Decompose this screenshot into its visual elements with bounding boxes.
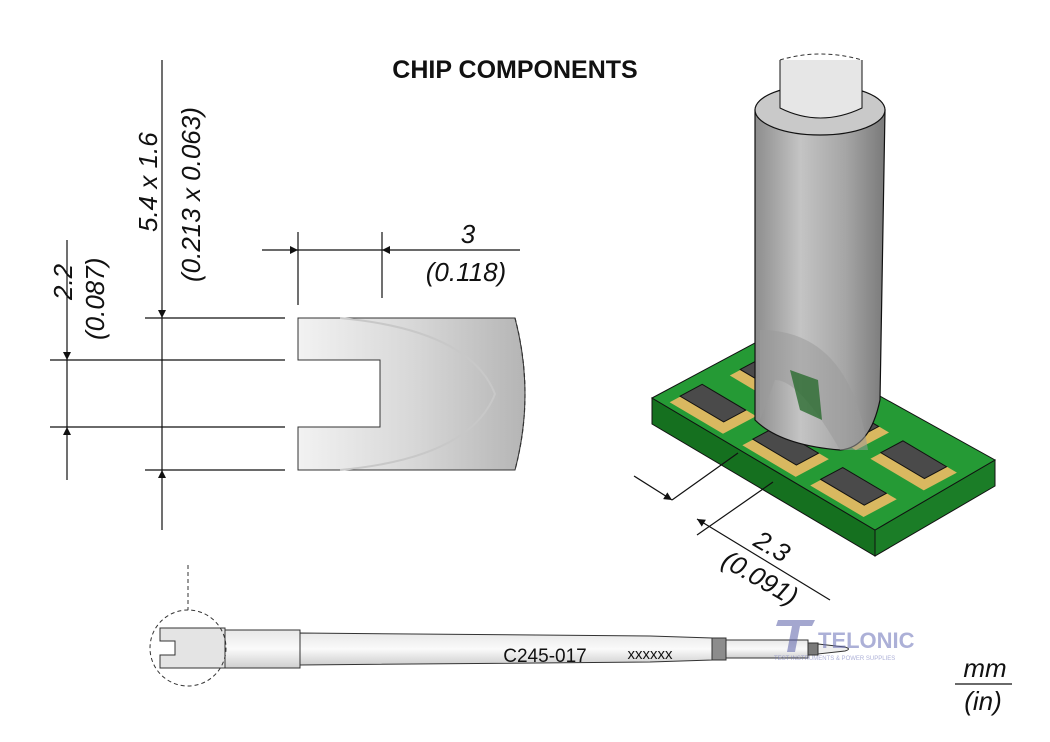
slot-depth-in: (0.118) [426, 257, 506, 287]
tip-size-mm: 5.4 x 1.6 [133, 132, 163, 232]
watermark-logo: TELONIC TEST INSTRUMENTS & POWER SUPPLIE… [774, 620, 915, 662]
title: CHIP COMPONENTS [392, 56, 637, 84]
pcb-3d-view [650, 53, 997, 557]
tip-size-in: (0.213 x 0.063) [176, 107, 206, 282]
slot-width-in: (0.087) [80, 258, 110, 340]
tip-profile-view [297, 317, 526, 471]
svg-text:TEST INSTRUMENTS & POWER SUPPL: TEST INSTRUMENTS & POWER SUPPLIES [774, 656, 895, 662]
pitch-dimension [633, 452, 831, 601]
chip-component [751, 426, 820, 466]
svg-text:TELONIC: TELONIC [818, 628, 915, 653]
tip-full-view [149, 565, 849, 687]
chip-component [819, 466, 888, 506]
part-number: C245-017 [503, 646, 586, 667]
tip-code: xxxxxx [628, 646, 674, 663]
chip-component [879, 440, 948, 480]
units-legend: mm (in) [955, 653, 1012, 716]
units-mm: mm [963, 653, 1006, 683]
slot-width-mm: 2.2 [48, 263, 78, 301]
dimension-lines [50, 60, 520, 530]
chip-component [679, 383, 747, 423]
slot-depth-mm: 3 [461, 219, 476, 249]
units-in: (in) [964, 686, 1002, 716]
